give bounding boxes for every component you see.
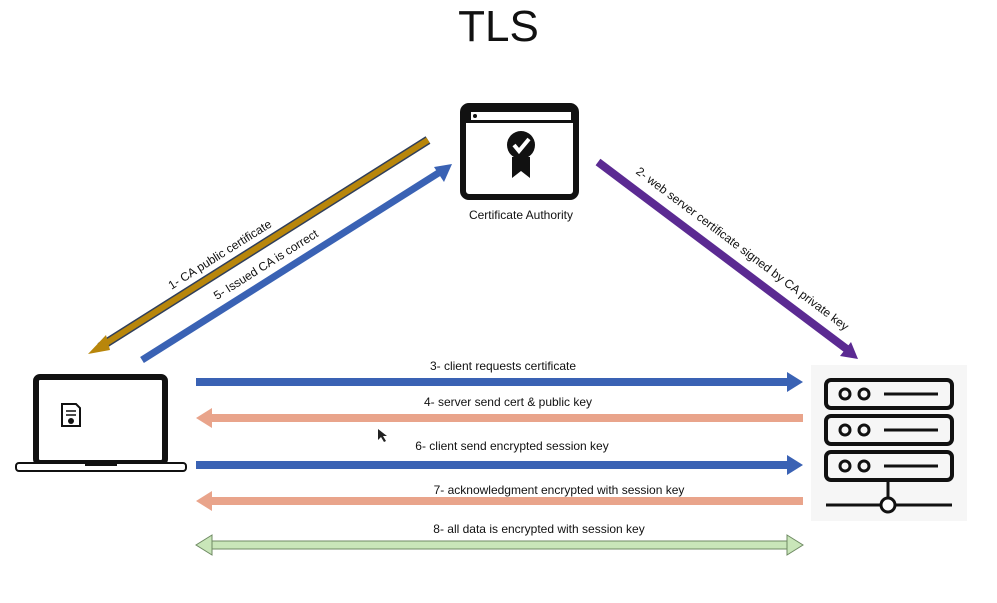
step-2-arrow	[595, 158, 858, 359]
step-7-arrow	[196, 491, 803, 511]
step-6-arrow	[196, 455, 803, 475]
step-2-label: 2- web server certificate signed by CA p…	[633, 164, 851, 333]
step-3-label: 3- client requests certificate	[430, 359, 576, 373]
step-7-label: 7- acknowledgment encrypted with session…	[434, 483, 685, 497]
ca-label: Certificate Authority	[469, 208, 573, 222]
mouse-cursor-icon	[378, 429, 387, 442]
step-6-label: 6- client send encrypted session key	[415, 439, 608, 453]
laptop-icon	[15, 374, 187, 472]
server-icon	[811, 365, 967, 521]
diagram-title: TLS	[458, 2, 539, 51]
step-1-label: 1- CA public certificate	[166, 217, 275, 293]
step-5-arrow	[140, 164, 452, 363]
step-1-arrow	[88, 136, 431, 354]
step-4-label: 4- server send cert & public key	[424, 395, 592, 409]
step-8-label: 8- all data is encrypted with session ke…	[433, 522, 644, 536]
step-4-arrow	[196, 408, 803, 428]
step-8-arrow	[195, 534, 804, 556]
certificate-authority-icon	[460, 103, 579, 200]
step-3-arrow	[196, 372, 803, 392]
